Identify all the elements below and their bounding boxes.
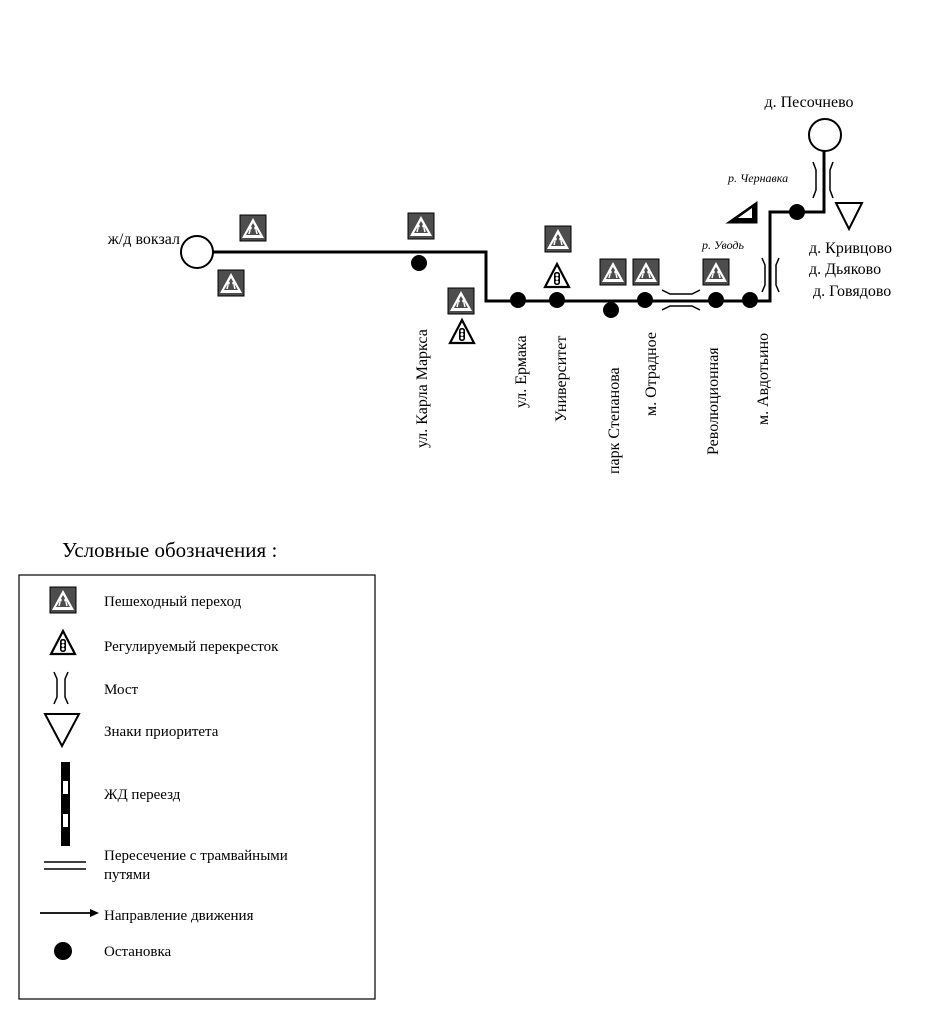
village-kryvtsovo-label: д. Кривцово	[809, 240, 892, 257]
terminal-end-circle	[808, 118, 842, 152]
village-govyadovo-label: д. Говядово	[813, 283, 891, 300]
bus-stop-dot	[789, 204, 805, 220]
stop-label-ermak: ул. Ермака	[513, 335, 530, 408]
stop-label-karl-marx: ул. Карла Маркса	[414, 329, 431, 448]
bus-stop-dot	[603, 302, 619, 318]
pedestrian-crossing-icon	[239, 214, 267, 242]
stop-label-avdotino: м. Авдотьино	[755, 333, 772, 425]
legend-label-railway-crossing: ЖД переезд	[104, 787, 181, 803]
terminal-start-circle	[180, 235, 214, 269]
pedestrian-crossing-icon	[544, 225, 572, 253]
legend-label-tram-tracks-text: Пересечение с трамвайными	[104, 848, 288, 864]
railway-crossing-icon	[61, 762, 70, 846]
tram-tracks-icon	[44, 861, 86, 870]
pedestrian-crossing-icon	[217, 269, 245, 297]
legend-label-traffic-light: Регулируемый перекресток	[104, 639, 279, 655]
legend-box	[18, 574, 376, 1000]
bus-stop-dot	[708, 292, 724, 308]
bus-stop-dot	[549, 292, 565, 308]
priority-road-sign-highlight	[738, 208, 752, 218]
bus-stop-icon	[54, 942, 72, 960]
village-dyakovo-label: д. Дьяково	[809, 261, 881, 278]
legend-label-direction: Направление движения	[104, 908, 254, 924]
give-way-sign-icon	[834, 202, 864, 232]
river-chernavka-label: р. Чернавка	[727, 171, 788, 185]
legend-label-bridge: Мост	[104, 682, 138, 698]
direction-arrow-icon	[40, 909, 99, 917]
bridge-chernavka	[812, 161, 834, 199]
terminal-end-label: д. Песочнево	[764, 94, 853, 111]
terminal-start-label: ж/д вокзал	[107, 231, 180, 248]
priority-sign-icon	[43, 713, 81, 749]
legend-label-tram-tracks: Пересечение с трамвайными путями	[104, 848, 292, 883]
legend-label-pedestrian-crossing: Пешеходный переход	[104, 594, 242, 610]
bridge-icon	[53, 671, 69, 705]
legend-label-bus-stop: Остановка	[104, 944, 172, 960]
stop-label-revolyutsionnaya: Революционная	[705, 347, 722, 455]
traffic-light-icon	[49, 629, 77, 656]
pedestrian-crossing-icon	[702, 258, 730, 286]
tram-tracks-crossing	[661, 289, 701, 311]
traffic-light-icon	[448, 318, 476, 345]
river-uvod-label: р. Уводь	[701, 238, 744, 252]
priority-road-sign-icon	[725, 201, 758, 224]
pedestrian-crossing-icon	[599, 258, 627, 286]
bus-stop-dot	[411, 255, 427, 271]
stop-label-park-stepanova: парк Степанова	[606, 367, 623, 474]
pedestrian-crossing-icon	[407, 212, 435, 240]
legend-title: Условные обозначения :	[62, 538, 277, 562]
pedestrian-crossing-icon	[632, 258, 660, 286]
bus-stop-dot	[742, 292, 758, 308]
bridge-uvod	[761, 257, 780, 293]
pedestrian-crossing-icon	[447, 287, 475, 315]
legend-label-priority-sign: Знаки приоритета	[104, 724, 219, 740]
route-line	[213, 150, 826, 303]
pedestrian-crossing-icon	[49, 586, 77, 614]
legend-label-tram-tracks-line2: путями	[104, 867, 150, 883]
bus-stop-dot	[510, 292, 526, 308]
traffic-light-icon	[543, 262, 571, 289]
stop-label-university: Университет	[553, 336, 570, 422]
stop-label-otradnoe: м. Отрадное	[643, 332, 660, 416]
bus-stop-dot	[637, 292, 653, 308]
